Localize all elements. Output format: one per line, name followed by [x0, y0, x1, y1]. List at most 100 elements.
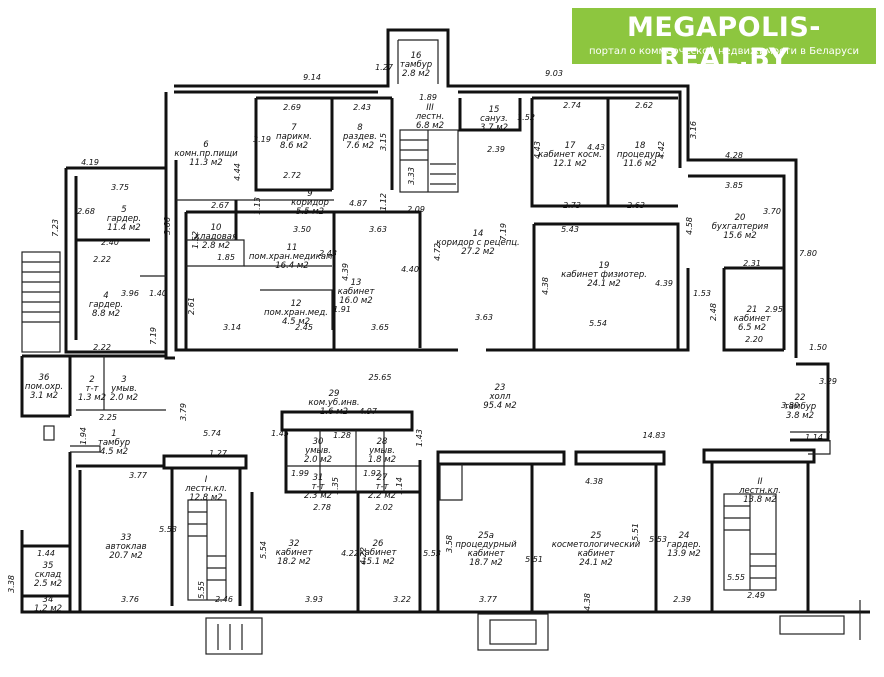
room-label-line: 24.1 м2 — [587, 279, 620, 289]
dimension-label: 4.43 — [587, 143, 605, 152]
room-label-line: 18.2 м2 — [277, 557, 310, 567]
dimension-label: 3.29 — [819, 377, 837, 386]
dimension-label: 3.33 — [407, 167, 416, 185]
dimension-label: 1.14 — [805, 433, 823, 442]
dimension-label: 5.53 — [649, 535, 667, 544]
room-label-line: кабинет косм. — [538, 150, 602, 160]
room-label-line: пом.охр. — [25, 382, 63, 392]
dimension-label: 1.45 — [271, 429, 289, 438]
room-label-line: 3 — [121, 375, 126, 385]
room-label-line: пом.хран.медикам. — [249, 252, 335, 262]
room-label-line: 21 — [747, 305, 758, 315]
dimension-label: 2.43 — [319, 249, 337, 258]
dimension-label: 2.20 — [745, 335, 763, 344]
dimension-label: 2.31 — [743, 259, 761, 268]
room-label-line: 8.8 м2 — [92, 309, 120, 319]
room-label-line: 35 — [43, 561, 54, 571]
dimension-label: 2.43 — [353, 103, 371, 112]
dimension-label: 1.44 — [37, 549, 55, 558]
dimension-label: 1.52 — [191, 231, 200, 249]
room-label-line: 8.6 м2 — [280, 141, 308, 151]
room-label-line: 2.0 м2 — [110, 393, 138, 403]
dimension-label: 2.02 — [375, 503, 393, 512]
room-label-line: 11.3 м2 — [189, 158, 222, 168]
room-label-line: 16.4 м2 — [275, 261, 308, 271]
dimension-label: 7.19 — [149, 327, 158, 345]
room-label-line: умыв. — [368, 446, 395, 456]
room-label-line: 17 — [565, 141, 576, 151]
dimension-label: 4.39 — [655, 279, 673, 288]
room-label-line: 16.0 м2 — [339, 296, 372, 306]
walls-lower — [20, 362, 870, 655]
dimension-label: 4.39 — [341, 263, 350, 281]
room-label-line: 2.8 м2 — [202, 241, 230, 251]
room-label-line: 33 — [121, 533, 132, 543]
dimension-label: 2.45 — [295, 323, 313, 332]
room-label-line: 5.5 м2 — [296, 207, 324, 217]
room-label-line: т-т — [86, 384, 100, 394]
dimension-label: 3.19 — [253, 135, 271, 144]
dimension-label: 2.72 — [283, 171, 301, 180]
dimension-label: 1.52 — [517, 113, 535, 122]
dimension-label: 3.93 — [305, 595, 323, 604]
room-label-line: тамбур — [400, 60, 432, 70]
room-label-line: лестн.кл. — [184, 484, 227, 494]
dimension-label: 4.58 — [685, 217, 694, 235]
room-label-line: 3.7 м2 — [480, 123, 508, 133]
room-label-line: гардер. — [107, 214, 141, 224]
room-label-line: 18.7 м2 — [469, 558, 502, 568]
room-label-line: 27.2 м2 — [461, 247, 494, 257]
room-label-line: кабинет — [360, 548, 398, 558]
dimension-label: 2.22 — [93, 343, 111, 352]
room-label-line: 13.9 м2 — [667, 549, 700, 559]
room-label-line: холл — [488, 392, 511, 402]
dimension-label: 3.14 — [223, 323, 241, 332]
room-label-line: кабинет — [578, 549, 616, 559]
room-label-line: 2.5 м2 — [34, 579, 62, 589]
dimension-label: 3.38 — [7, 575, 16, 593]
walls-upper — [20, 28, 798, 441]
room-label-line: тамбур — [98, 438, 130, 448]
room-label-line: 6 — [203, 140, 209, 150]
room-label-line: т-т — [376, 482, 390, 492]
room-label-line: 9 — [307, 189, 312, 199]
room-label-line: 10 — [211, 223, 222, 233]
dimension-label: 5.74 — [203, 429, 221, 438]
dimension-label: 3.66 — [163, 217, 172, 235]
room-label-line: 36 — [39, 373, 50, 383]
room-label-line: 2.2 м2 — [368, 491, 396, 501]
dimension-label: 4.38 — [583, 593, 592, 611]
room-label-line: кабинет — [276, 548, 314, 558]
room-label-line: 4.5 м2 — [100, 447, 128, 457]
site-banner[interactable]: MEGAPOLIS-REAL.BY портал о коммерческой … — [572, 8, 876, 74]
dimension-label: 2.49 — [747, 591, 765, 600]
room-label-line: 1.6 м2 — [320, 407, 348, 417]
room-label-line: 29 — [329, 389, 340, 399]
dimension-label: 2.62 — [635, 101, 653, 110]
room-label-line: 11.4 м2 — [107, 223, 140, 233]
room-label-line: 20.7 м2 — [109, 551, 142, 561]
dimension-label: 2.48 — [709, 303, 718, 321]
dimension-label: 14.83 — [643, 431, 666, 440]
dimension-label: 3.96 — [121, 289, 139, 298]
room-label-line: 1.2 м2 — [34, 604, 62, 614]
room-label-line: 31 — [313, 473, 324, 483]
room-label-line: 16 — [411, 51, 422, 61]
room-label-line: тамбур — [784, 402, 816, 412]
dimension-label: 5.51 — [631, 523, 640, 541]
